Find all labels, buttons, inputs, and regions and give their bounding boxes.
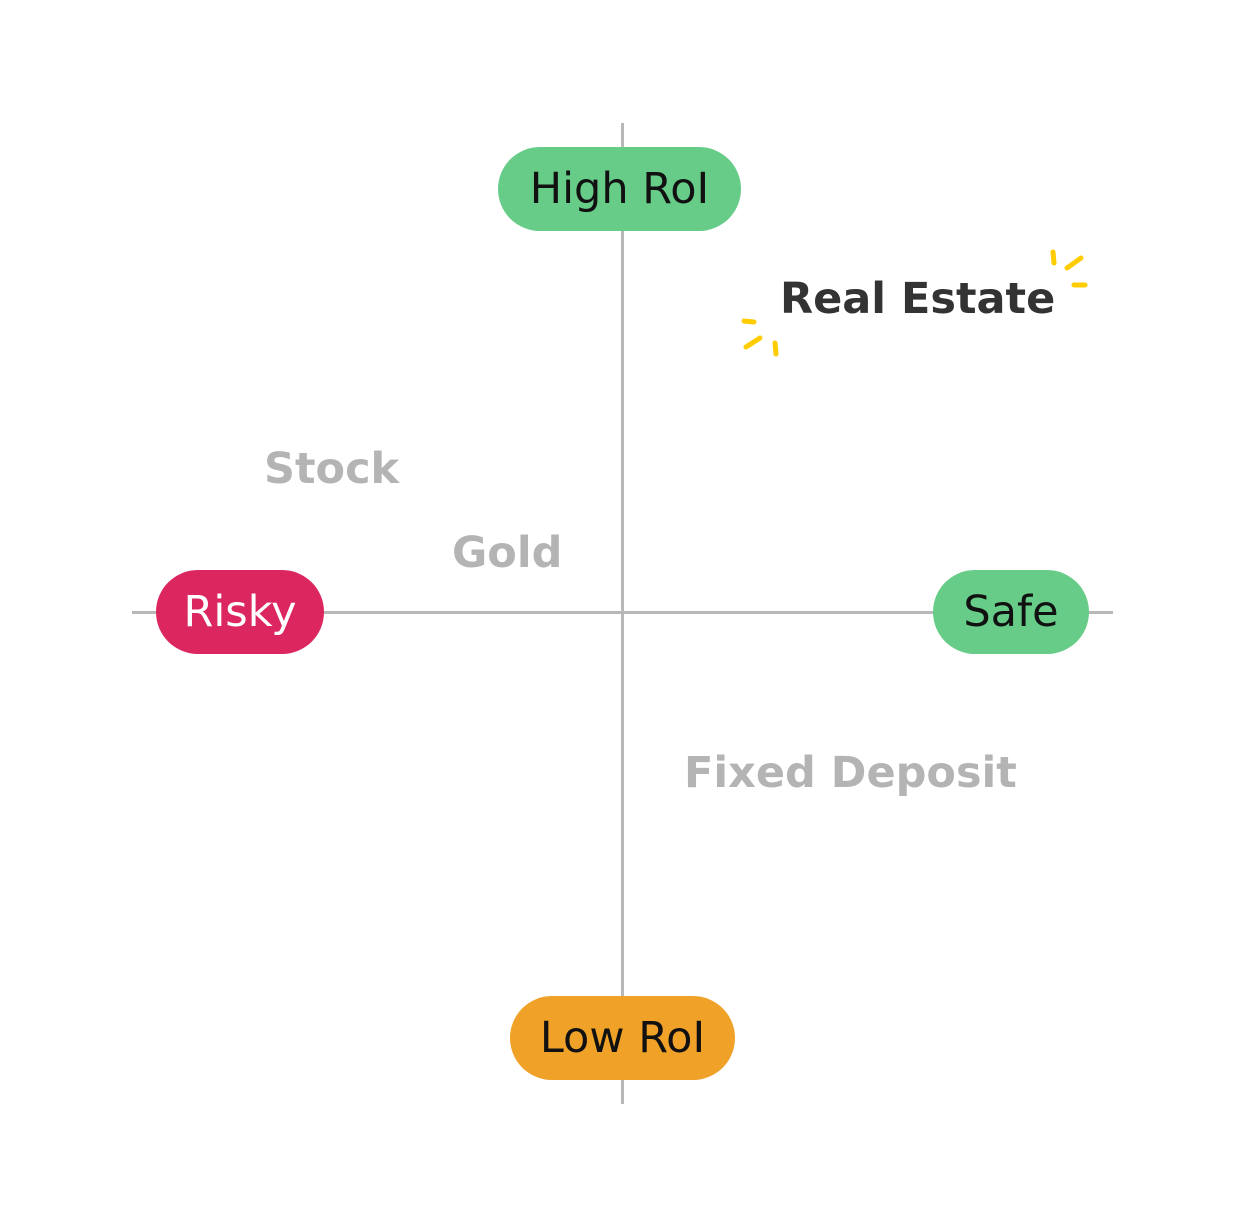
risky-label: Risky <box>183 587 297 637</box>
stock-label: Stock <box>264 444 400 494</box>
real-estate-label: Real Estate <box>780 274 1056 324</box>
low-roi-badge: Low RoI <box>510 996 735 1080</box>
gold-label: Gold <box>452 528 563 578</box>
horizontal-axis <box>132 611 1113 614</box>
safe-label: Safe <box>963 587 1059 637</box>
low-roi-label: Low RoI <box>539 1013 706 1063</box>
fixed-deposit-label: Fixed Deposit <box>684 748 1017 798</box>
safe-badge: Safe <box>933 570 1089 654</box>
high-roi-badge: High RoI <box>498 147 741 231</box>
risky-badge: Risky <box>156 570 324 654</box>
high-roi-label: High RoI <box>529 164 710 214</box>
